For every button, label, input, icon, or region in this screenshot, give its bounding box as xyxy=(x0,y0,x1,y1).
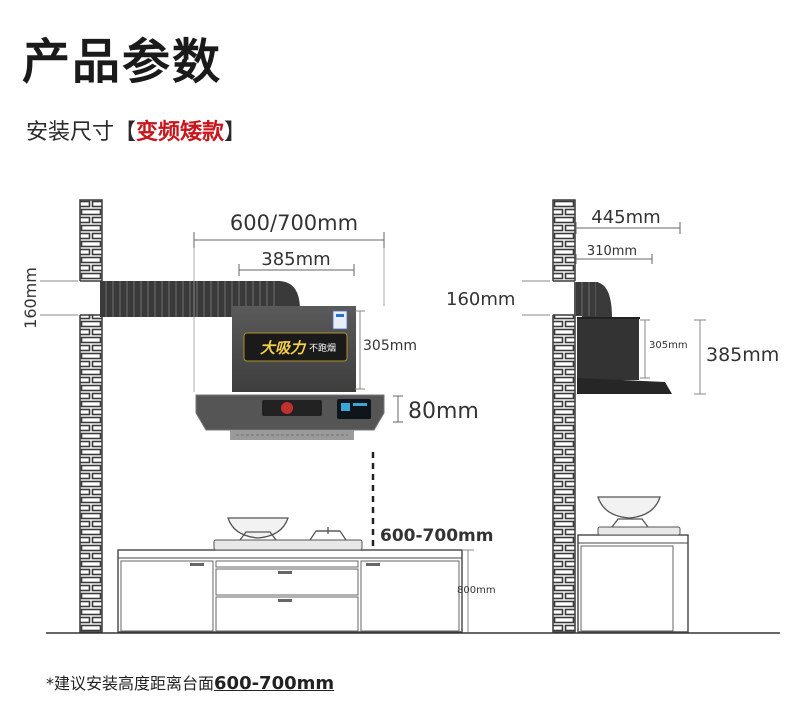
footnote: *建议安装高度距离台面600-700mm xyxy=(46,670,334,694)
energy-label-icon xyxy=(332,310,348,330)
right-hood-body xyxy=(577,318,639,380)
install-size-subtitle: 安装尺寸【变频矮款】 xyxy=(26,114,246,146)
left-cabinet-drawer-mid xyxy=(215,568,359,596)
left-hood-badge xyxy=(243,332,348,362)
left-width-label: 600/700mm xyxy=(230,211,358,235)
right-duct-height-label: 160mm xyxy=(446,289,515,310)
left-cabinet-door-left xyxy=(120,560,214,632)
left-counter-height-label: 800mm xyxy=(457,585,496,596)
right-wok-icon xyxy=(597,496,661,519)
right-body-height-label: 305mm xyxy=(649,340,688,351)
right-cabinet xyxy=(577,534,689,633)
left-wall-duct-gap xyxy=(79,281,104,315)
left-hood-height-label: 80mm xyxy=(408,399,479,424)
left-wok-icon xyxy=(227,517,289,539)
subtitle-highlight: 变频矮款 xyxy=(136,120,225,145)
left-body-height-label: 305mm xyxy=(363,338,417,354)
right-total-height-label: 385mm xyxy=(706,344,779,366)
right-depth-inner-label: 310mm xyxy=(587,244,637,259)
left-cabinet-door-right xyxy=(360,560,460,632)
right-duct-elbow xyxy=(582,282,612,318)
left-cabinet-drawer-bottom xyxy=(215,596,359,632)
left-hood-badge-text: 大吸力 xyxy=(260,339,307,357)
left-hood-badge-sub: 不跑烟 xyxy=(309,342,336,354)
right-flex-duct xyxy=(574,282,598,316)
right-depth-total-label: 445mm xyxy=(591,207,660,228)
right-cabinet-panel xyxy=(580,545,674,632)
left-cabinet-drawer-top xyxy=(215,560,359,568)
subtitle-bracket-close: 】 xyxy=(224,120,247,145)
footnote-value: 600-700mm xyxy=(214,673,335,694)
left-stove xyxy=(213,539,363,551)
right-wall-duct-gap xyxy=(552,281,577,315)
subtitle-bracket-open: 【 xyxy=(114,120,137,145)
left-brick-wall xyxy=(79,199,103,633)
left-inner-width-label: 385mm xyxy=(261,249,330,270)
footnote-label: *建议安装高度距离台面 xyxy=(46,674,215,693)
left-mount-height-label: 600-700mm xyxy=(380,526,493,546)
right-stove xyxy=(597,526,681,536)
left-knob-icon xyxy=(281,402,293,414)
subtitle-prefix: 安装尺寸 xyxy=(26,120,115,145)
left-duct-height-label: 160mm xyxy=(21,267,40,329)
right-hood-panel xyxy=(577,378,672,394)
right-brick-wall xyxy=(552,199,576,633)
left-cabinet xyxy=(117,549,463,633)
page-title: 产品参数 xyxy=(22,34,223,90)
